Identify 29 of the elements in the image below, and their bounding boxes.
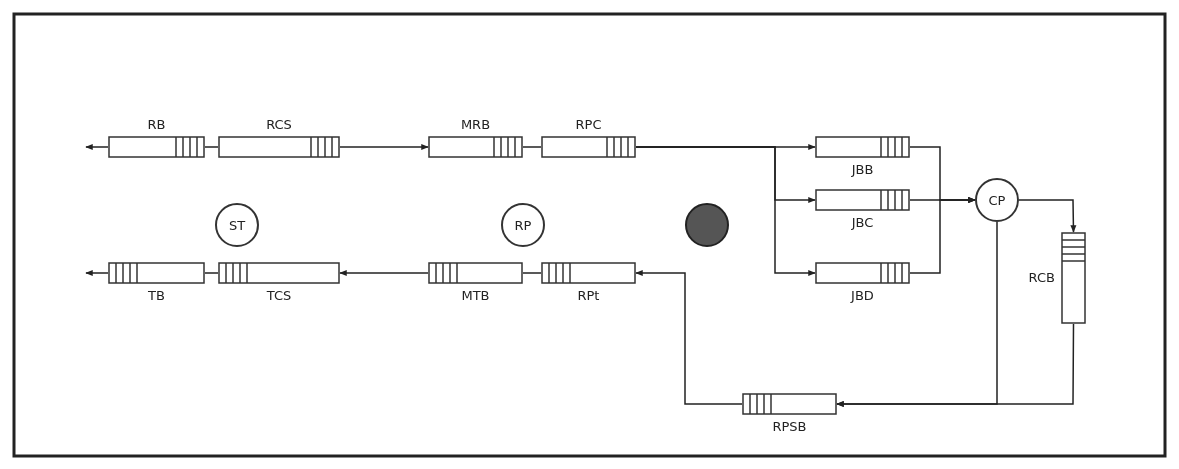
queue-label: RCS — [265, 117, 293, 133]
queue-label: RB — [146, 117, 167, 133]
arrow — [85, 144, 109, 150]
queue-label: RCB — [1028, 270, 1055, 286]
arrow — [836, 323, 1075, 407]
queue-label: MRB — [459, 117, 492, 133]
arrow — [909, 197, 976, 274]
process-circle — [215, 203, 259, 247]
circle-label: ST — [228, 217, 246, 233]
arrow — [339, 270, 429, 276]
arrow — [1018, 199, 1077, 233]
circle-label: RP — [514, 217, 532, 233]
queue-label: RPC — [574, 117, 603, 133]
queue-label: JBD — [849, 288, 875, 304]
arrow — [339, 144, 429, 150]
process-circle — [975, 178, 1019, 222]
queue-label: TB — [147, 288, 166, 304]
queue-label: TCS — [265, 288, 293, 304]
circle-label: CP — [988, 192, 1006, 208]
process-circle — [685, 203, 729, 247]
arrow — [85, 270, 109, 276]
arrow — [635, 146, 816, 276]
process-circle — [501, 203, 545, 247]
queue-label: RPt — [576, 288, 601, 304]
queue-label: MTB — [460, 288, 491, 304]
queue-label: JBB — [850, 162, 875, 178]
arrow — [635, 270, 743, 405]
queue-label: JBC — [850, 215, 875, 231]
queue-label: RPSB — [771, 419, 808, 435]
